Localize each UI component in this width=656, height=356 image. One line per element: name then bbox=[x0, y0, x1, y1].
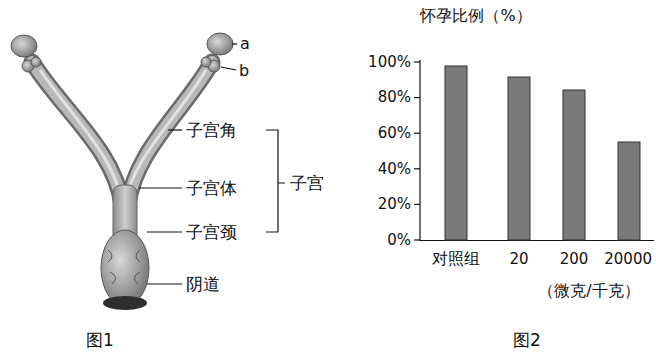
part-name: 子宫颈 bbox=[186, 223, 237, 242]
uterus-illustration bbox=[11, 33, 233, 310]
category-label: 20000 bbox=[604, 251, 652, 268]
tick-label: 80% bbox=[378, 89, 411, 106]
part-letter: b bbox=[239, 62, 249, 80]
leader-lines bbox=[139, 44, 285, 284]
part-name: 阴道 bbox=[186, 275, 220, 294]
figure-number: 图2 bbox=[513, 331, 541, 350]
bar-chart bbox=[414, 60, 654, 241]
unit-label: （微克/千克） bbox=[538, 282, 639, 300]
part-letter: a bbox=[240, 35, 250, 53]
tick-label: 0% bbox=[387, 232, 411, 249]
category-label: 对照组 bbox=[432, 250, 480, 268]
tick-label: 20% bbox=[378, 196, 411, 213]
part-name: 子宫体 bbox=[186, 179, 237, 198]
axis-title: 怀孕比例（%） bbox=[420, 7, 531, 25]
part-name: 子宫角 bbox=[186, 121, 237, 140]
tick-label: 60% bbox=[378, 125, 411, 142]
figure-number: 图1 bbox=[86, 331, 114, 350]
part-name: 子宫 bbox=[290, 174, 324, 193]
category-label: 200 bbox=[560, 251, 589, 268]
tick-label: 100% bbox=[368, 54, 411, 71]
tick-label: 40% bbox=[378, 161, 411, 178]
category-label: 20 bbox=[509, 251, 528, 268]
